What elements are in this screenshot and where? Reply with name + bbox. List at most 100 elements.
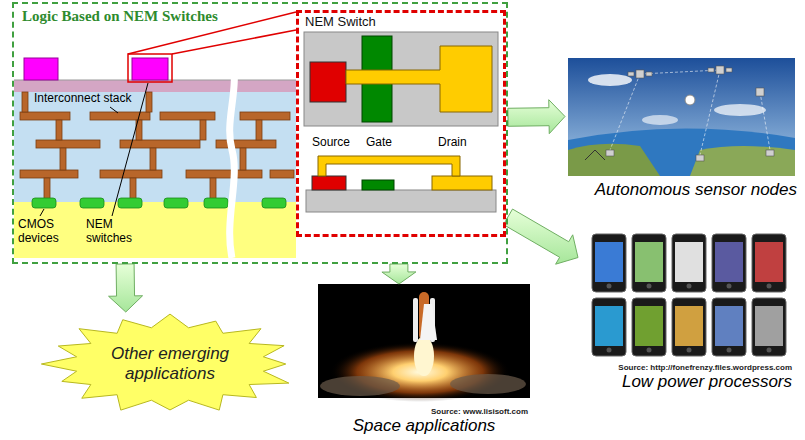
- interconnect-wires: [200, 120, 206, 140]
- nem-side-view: [432, 176, 492, 190]
- sensor-network-picture: [568, 58, 795, 176]
- interconnect-wires: [150, 148, 156, 170]
- phones-picture: [675, 242, 703, 282]
- interconnect-wires: [186, 170, 262, 178]
- nem-switch-block: [24, 58, 58, 80]
- leader-line: [40, 83, 148, 216]
- interconnect-wires: [20, 92, 294, 200]
- label-anchor: Gate: [366, 136, 392, 150]
- nem-side-view: [306, 190, 496, 212]
- sensor-network-picture: [700, 70, 720, 155]
- sensor-network-picture: [685, 95, 695, 105]
- interconnect-wires: [240, 148, 246, 170]
- phones-picture: [592, 234, 626, 292]
- sensor-network-picture: [606, 66, 774, 161]
- dashed-region: Logic Based on NEM SwitchesNEM Switch: [12, 2, 508, 264]
- sensor-network-picture: [636, 70, 644, 78]
- sensor-network-picture: [610, 74, 640, 150]
- interconnect-wires: [146, 92, 152, 112]
- sensor-network-picture: [585, 150, 605, 160]
- sensor-network-picture: [766, 150, 774, 156]
- interconnect-wires: [270, 170, 294, 178]
- leader-line: [110, 107, 118, 113]
- launch-picture: [414, 336, 434, 376]
- part-label: CMOS devices: [18, 218, 64, 246]
- interconnect-wires: [56, 120, 62, 140]
- interconnect-wires: [216, 140, 276, 148]
- leader-line: [40, 209, 44, 216]
- launch-picture: [413, 298, 418, 342]
- phones-picture: [635, 242, 663, 282]
- cmos-device: [118, 198, 142, 208]
- starburst-shape: [41, 314, 288, 410]
- block-arrow: [503, 209, 578, 264]
- terminal-label: Gate: [366, 136, 392, 150]
- nem-side-view: [312, 176, 346, 190]
- sensor-network-picture: [716, 66, 724, 74]
- interconnect-wires: [160, 112, 215, 120]
- cross-section: [14, 80, 296, 258]
- block-arrow: [382, 264, 416, 284]
- cross-section: [14, 202, 296, 258]
- phones-picture: [632, 298, 666, 356]
- phones-picture: [635, 306, 663, 346]
- label-anchor: CMOS devices: [18, 218, 64, 246]
- zoom-lines: [172, 30, 296, 54]
- cmos-device: [204, 198, 228, 208]
- sensor-network-picture: [606, 150, 614, 156]
- phones-picture: [592, 234, 786, 356]
- phones-picture: [712, 298, 746, 356]
- label-anchor: NEM switches: [86, 218, 142, 246]
- interconnect-wires: [100, 170, 162, 178]
- phones-picture: [675, 306, 703, 346]
- phones-picture: [752, 234, 786, 292]
- interconnect-wires: [44, 178, 50, 200]
- phones-picture: [752, 298, 786, 356]
- source-note: Source: www.lisisoft.com: [431, 407, 528, 416]
- label-anchor: Interconnect stack: [34, 92, 131, 106]
- phones-picture: [595, 306, 623, 346]
- starburst-text: Other emerging applications: [95, 344, 245, 383]
- part-label: NEM switches: [86, 218, 142, 246]
- sensor-network-picture: [568, 128, 795, 176]
- terminal-label: Source: [312, 136, 350, 150]
- sensor-network-picture: [588, 74, 632, 86]
- phones-picture: [715, 242, 743, 282]
- interconnect-wires: [256, 120, 262, 140]
- sensor-network-picture: [628, 72, 634, 76]
- launch-picture: [320, 376, 400, 396]
- cmos-device: [32, 198, 286, 208]
- interconnect-wires: [210, 178, 216, 200]
- label-anchor: Drain: [438, 136, 467, 150]
- phones-picture: [755, 306, 783, 346]
- panel-caption: Low power processors: [622, 372, 792, 392]
- image-panel: Autonomous sensor nodes: [565, 56, 799, 200]
- leader-line: [112, 83, 148, 216]
- sensor-network-picture: [568, 144, 660, 176]
- phones-picture: [595, 242, 623, 282]
- nem-top-view: [304, 32, 498, 126]
- interconnect-wires: [130, 178, 136, 200]
- cmos-device: [262, 198, 286, 208]
- phones-picture: [672, 298, 706, 356]
- block-arrow: [109, 264, 143, 312]
- nem-switch-block: [132, 58, 168, 80]
- sensor-network-picture: [708, 68, 714, 72]
- launch-picture: [420, 304, 437, 340]
- phones-picture: [715, 306, 743, 346]
- cross-section: [14, 92, 296, 202]
- nem-side-view: [306, 156, 496, 212]
- region-title: Logic Based on NEM Switches: [22, 8, 218, 25]
- source-note: Source: http://fonefrenzy.files.wordpres…: [618, 363, 792, 372]
- interconnect-wires: [60, 148, 66, 170]
- interconnect-wires: [90, 112, 150, 120]
- phones-picture: [672, 234, 706, 292]
- interconnect-wires: [20, 112, 70, 120]
- nem-side-view: [318, 156, 460, 176]
- sensor-network-picture: [646, 72, 652, 76]
- image-panel: Source: http://fonefrenzy.files.wordpres…: [578, 230, 794, 392]
- break-mark: [230, 58, 235, 258]
- panel-caption: Autonomous sensor nodes: [595, 180, 797, 200]
- panel-caption: Space applications: [353, 416, 496, 436]
